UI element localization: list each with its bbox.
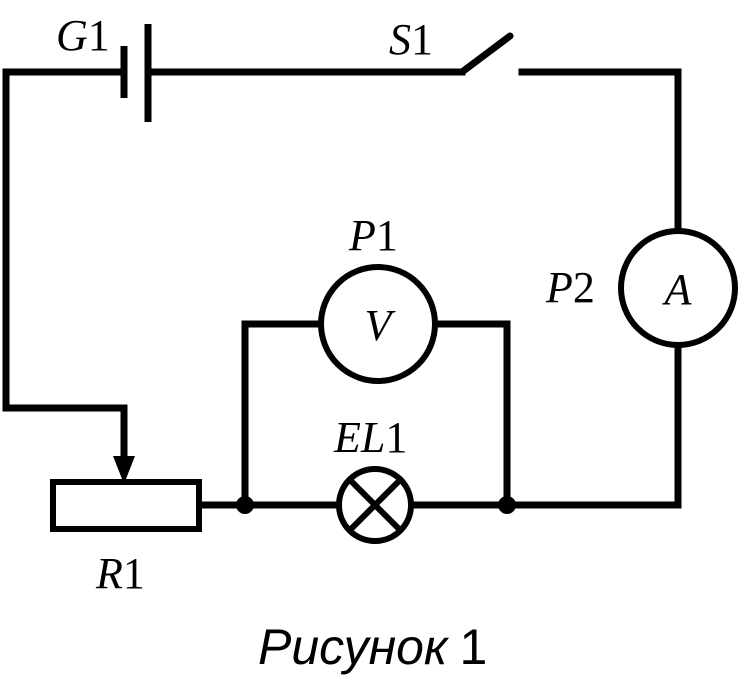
label-s1-number: 1 (411, 15, 433, 64)
ammeter-p2: A (618, 228, 738, 348)
switch-blade (458, 32, 514, 76)
label-p1: P1 (348, 211, 398, 260)
rheostat-body (50, 479, 202, 532)
figure-caption-number: 1 (460, 619, 488, 675)
wire-voltmeter-right (432, 320, 511, 509)
label-p2: P2 (545, 263, 595, 312)
junction-node-right (498, 496, 516, 514)
label-p2-number: 2 (573, 263, 595, 312)
ammeter-symbol: A (662, 265, 693, 314)
ammeter-circle (618, 228, 738, 348)
label-r1: R1 (95, 549, 145, 598)
label-p1-number: 1 (376, 211, 398, 260)
wire-left-loop (2, 68, 128, 464)
rheostat-r1 (50, 456, 202, 532)
label-p1-letter: P (348, 211, 376, 260)
figure-caption-word: Рисунок (258, 619, 450, 675)
lamp-el1 (336, 466, 414, 544)
label-s1-letter: S (389, 15, 411, 64)
label-el1-number: 1 (385, 413, 407, 462)
wire-voltmeter-left (241, 320, 324, 509)
label-p2-letter: P (545, 263, 573, 312)
label-el1-letter: EL (333, 413, 385, 462)
lamp-cross-b (347, 477, 403, 533)
label-r1-number: 1 (123, 549, 145, 598)
voltmeter-p1: V (318, 264, 438, 384)
label-el1: EL1 (333, 413, 407, 462)
label-g1-number: 1 (88, 11, 110, 60)
battery-g1 (120, 24, 152, 122)
label-g1: G1 (56, 11, 110, 60)
voltmeter-symbol: V (365, 301, 397, 350)
wire-bottom-right (503, 343, 682, 509)
label-s1: S1 (389, 15, 433, 64)
rheostat-slider-arrow (113, 456, 135, 484)
voltmeter-circle (318, 264, 438, 384)
wires (2, 68, 682, 509)
label-r1-letter: R (95, 549, 123, 598)
switch-s1 (458, 32, 514, 76)
junction-node-left (236, 496, 254, 514)
wire-top-right (518, 68, 682, 236)
label-g1-letter: G (56, 11, 88, 60)
